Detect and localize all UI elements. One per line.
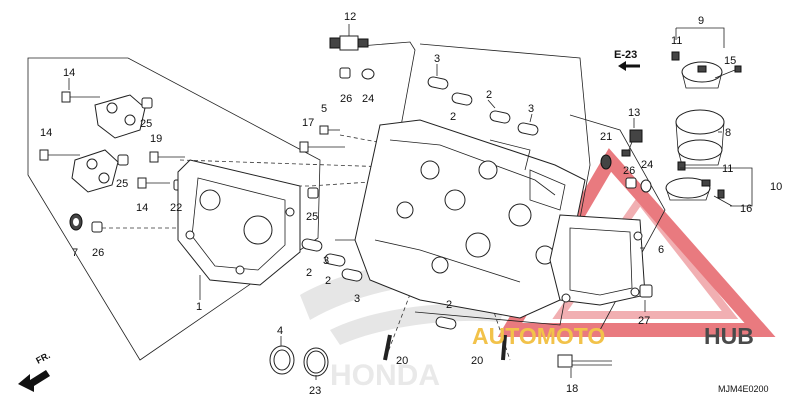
tappet-parts	[301, 76, 539, 330]
washer-24-right	[640, 179, 652, 193]
bolt-17	[299, 141, 345, 153]
gasket-23	[303, 347, 329, 377]
part-label: 10	[770, 181, 782, 193]
washer-24	[361, 68, 375, 80]
part-label: 25	[306, 211, 318, 223]
part-label: 6	[658, 244, 664, 256]
band-9	[681, 61, 723, 89]
part-label: 26	[623, 165, 635, 177]
stud-20	[383, 334, 507, 361]
sensor-13	[621, 129, 643, 157]
dowel-pin-26-right	[625, 177, 637, 189]
part-label: 3	[434, 53, 440, 65]
bolt-14-mid	[39, 149, 80, 161]
part-label: 19	[150, 133, 162, 145]
part-label: 27	[638, 315, 650, 327]
reference-e23	[618, 61, 640, 71]
group-bracket-9	[675, 27, 725, 48]
part-label: 25	[140, 118, 152, 130]
part-label: 12	[344, 11, 356, 23]
camshaft-holder-upper	[94, 94, 146, 139]
screw-15	[714, 65, 742, 79]
leader-lines	[68, 24, 722, 380]
screw-16	[713, 189, 733, 207]
part-label: 11	[722, 163, 733, 175]
guide-line	[384, 254, 426, 361]
part-label: 22	[170, 202, 182, 214]
part-label: 17	[302, 117, 314, 129]
bolt-14-lower	[137, 177, 170, 189]
part-label: 3	[323, 255, 329, 267]
part-label: 1	[196, 301, 202, 313]
dowel-pin-26	[91, 221, 103, 233]
part-label: 16	[740, 203, 752, 215]
band-10	[665, 177, 711, 201]
part-label: 14	[136, 202, 148, 214]
watermark-text-primary: AUTOMOTO	[472, 323, 605, 349]
part-label: 26	[340, 93, 352, 105]
part-label: 23	[309, 385, 321, 397]
side-cover-6	[549, 214, 646, 306]
dowel-pin-27	[639, 284, 653, 298]
part-label: 18	[566, 383, 578, 395]
part-label: 21	[600, 131, 612, 143]
dowel-pin-25	[307, 187, 319, 199]
cylinder-head	[354, 119, 586, 319]
part-label: 2	[446, 299, 452, 311]
part-label: 2	[450, 111, 456, 123]
dowel-pin-25	[141, 97, 153, 109]
bolt-5	[319, 125, 340, 135]
bolt-18	[557, 354, 612, 368]
part-label: 2	[306, 267, 312, 279]
part-label: 14	[40, 127, 52, 139]
part-label: 20	[471, 355, 483, 367]
part-label: 20	[396, 355, 408, 367]
part-label: 2	[486, 89, 492, 101]
part-label: 25	[116, 178, 128, 190]
camshaft-holder-lower	[71, 149, 119, 193]
dowel-pin-25	[117, 154, 129, 166]
clip-11-top	[671, 51, 680, 61]
guide-line	[179, 159, 421, 169]
part-label: 3	[354, 293, 360, 305]
washer-21	[600, 154, 612, 170]
front-arrow-icon	[18, 370, 50, 392]
seal-7	[69, 213, 83, 231]
part-label: 14	[63, 67, 75, 79]
clip-11-mid	[677, 161, 686, 171]
part-label: 5	[321, 103, 327, 115]
group-bracket-11-10	[680, 167, 753, 207]
part-label: 26	[92, 247, 104, 259]
part-label: 11	[671, 35, 682, 47]
part-labels: 12 14 26 24 3 2 2 3 5 25 17 14 19 25 14 …	[40, 11, 782, 397]
gasket-4	[269, 345, 295, 375]
front-direction-label: FR.	[34, 350, 51, 366]
watermark-text: AUTOMOTO HUB	[472, 323, 754, 349]
drawing-code: MJM4E0200	[718, 384, 769, 394]
honda-brand-text: HONDA	[330, 359, 440, 392]
part-label: 3	[528, 103, 534, 115]
reference-e23-label: E-23	[614, 49, 637, 61]
dowel-pin-26	[339, 67, 351, 79]
part-label: 8	[725, 127, 731, 139]
part-label: 9	[698, 15, 704, 27]
insulator-8	[675, 109, 725, 166]
cylinder-head-cover	[177, 159, 301, 286]
part-label: 2	[325, 275, 331, 287]
part-label: 13	[628, 107, 640, 119]
bolt-19	[149, 151, 185, 163]
part-label: 15	[724, 55, 736, 67]
sensor-12	[329, 35, 369, 51]
part-label: 24	[362, 93, 374, 105]
part-label: 7	[72, 247, 78, 259]
bolt-14-upper	[61, 91, 100, 103]
part-label: 4	[277, 325, 283, 337]
part-label: 24	[641, 159, 653, 171]
assembly-outline-head	[414, 43, 591, 326]
watermark-text-secondary: HUB	[704, 323, 754, 349]
